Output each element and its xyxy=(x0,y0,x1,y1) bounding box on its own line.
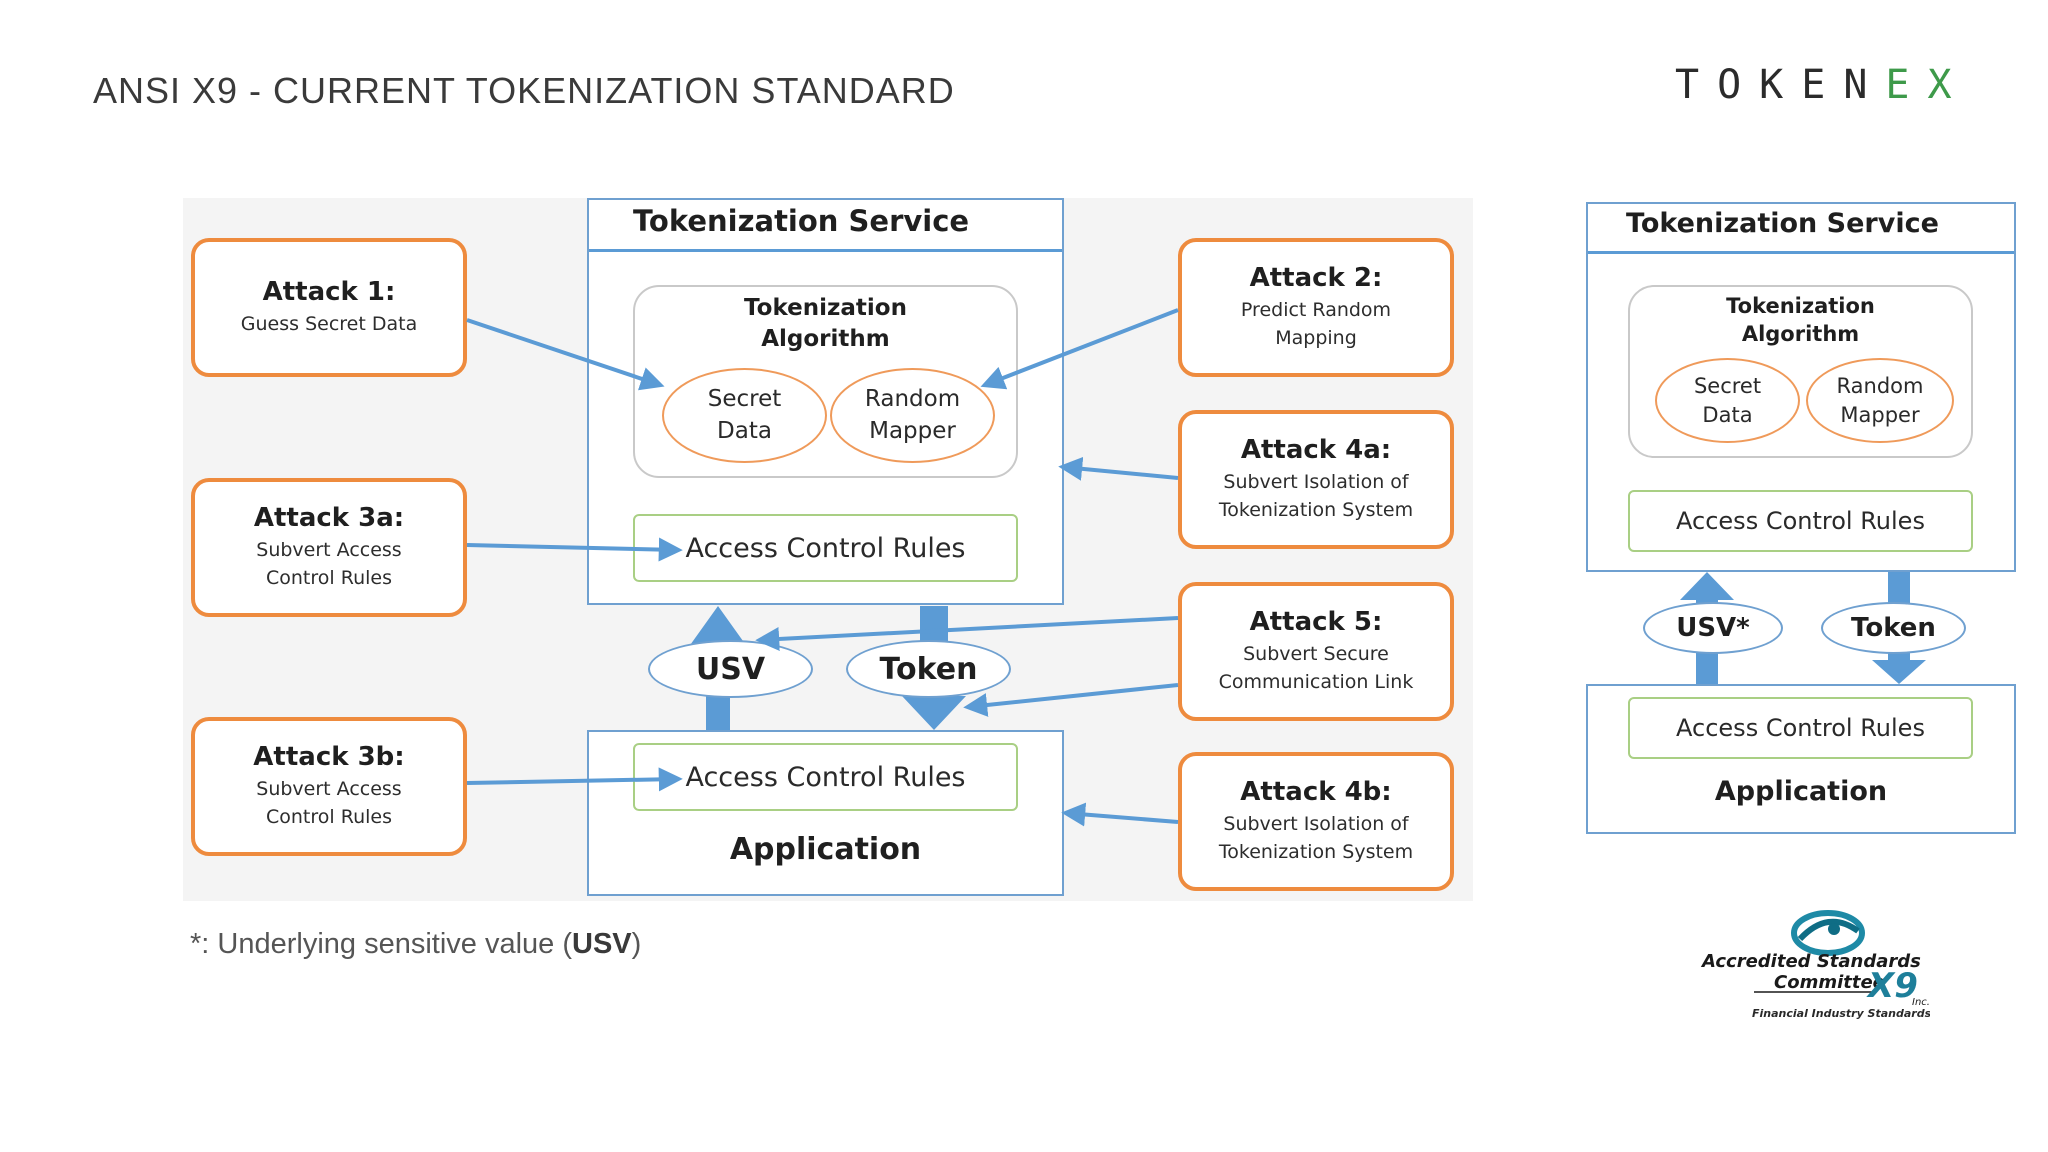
side-mapper-line1: Random xyxy=(1836,374,1924,399)
attack-5-arrow-usv xyxy=(755,616,1179,651)
attack-description: Guess Secret Data xyxy=(240,312,418,335)
footnote-term: USV xyxy=(572,928,632,960)
attack-description: Predict Random Mapping xyxy=(1240,298,1392,349)
main-service-access-control-rules: Access Control Rules xyxy=(633,514,1018,582)
logo-suffix: Inc. xyxy=(1912,997,1930,1008)
main-mapper-line2: Mapper xyxy=(869,417,956,444)
asc-x9-logo: Accredited Standards Committee X9 Inc. F… xyxy=(1700,910,1930,1020)
footnote-suffix: ) xyxy=(631,928,642,960)
main-application-label: Application xyxy=(729,832,922,867)
main-mapper-line1: Random xyxy=(864,386,961,413)
logo-line2: Committee xyxy=(1774,972,1885,993)
main-algorithm-label: Tokenization Algorithm xyxy=(633,293,1018,355)
logo-tagline: Financial Industry Standards xyxy=(1752,1007,1930,1020)
side-secret-line2: Data xyxy=(1702,402,1753,427)
attack-title: Attack 1: xyxy=(262,276,396,307)
main-secret-line2: Data xyxy=(717,417,772,444)
side-algorithm-line1: Tokenization xyxy=(1726,294,1875,318)
brand-accent: EX xyxy=(1885,62,1970,108)
side-mapper-line2: Mapper xyxy=(1840,402,1920,427)
side-algorithm-label: Tokenization Algorithm xyxy=(1628,292,1973,349)
attack-description: Subvert Access Control Rules xyxy=(256,538,402,589)
main-secret-line1: Secret xyxy=(707,386,782,413)
attack-title: Attack 3a: xyxy=(253,502,405,533)
attack-2-arrow xyxy=(980,308,1179,390)
side-secret-line1: Secret xyxy=(1693,374,1762,399)
side-app-access-control-rules: Access Control Rules xyxy=(1628,697,1973,759)
attack-4a-box: Attack 4a: Subvert Isolation of Tokeniza… xyxy=(1178,410,1454,549)
side-algorithm-line2: Algorithm xyxy=(1741,322,1860,347)
attack-1-box: Attack 1: Guess Secret Data xyxy=(191,238,467,377)
attack-2-box: Attack 2: Predict Random Mapping xyxy=(1178,238,1454,377)
main-algorithm-line1: Tokenization xyxy=(744,295,907,321)
attack-5-box: Attack 5: Subvert Secure Communication L… xyxy=(1178,582,1454,721)
logo-line1: Accredited Standards xyxy=(1700,951,1921,972)
logo-mark: X9 xyxy=(1866,966,1918,1006)
attack-title: Attack 5: xyxy=(1249,606,1383,637)
attack-3b-arrow xyxy=(466,767,683,792)
main-usv-oval: USV xyxy=(648,640,813,698)
attack-title: Attack 4b: xyxy=(1240,776,1392,807)
attack-title: Attack 3b: xyxy=(253,741,405,772)
side-token-oval: Token xyxy=(1821,602,1966,654)
side-service-title: Tokenization Service xyxy=(1588,202,2014,254)
attack-3b-box: Attack 3b: Subvert Access Control Rules xyxy=(191,717,467,856)
attack-4b-box: Attack 4b: Subvert Isolation of Tokeniza… xyxy=(1178,752,1454,891)
attack-description: Subvert Isolation of Tokenization System xyxy=(1218,812,1414,863)
side-service-access-control-rules: Access Control Rules xyxy=(1628,490,1973,552)
attack-4a-arrow xyxy=(1058,456,1179,481)
attack-title: Attack 4a: xyxy=(1240,434,1392,465)
attack-description: Subvert Isolation of Tokenization System xyxy=(1218,470,1414,521)
main-app-access-control-rules: Access Control Rules xyxy=(633,743,1018,811)
attack-description: Subvert Secure Communication Link xyxy=(1218,642,1414,693)
tokenex-logo: TOKENEX xyxy=(1675,62,1970,108)
footnote-prefix: *: Underlying sensitive value ( xyxy=(190,928,573,960)
brand-main: TOKEN xyxy=(1675,62,1886,108)
side-application-label: Application xyxy=(1714,776,1888,807)
attack-4b-arrow xyxy=(1061,802,1179,827)
attack-description: Subvert Access Control Rules xyxy=(256,777,402,828)
attack-1-arrow xyxy=(466,318,665,391)
main-algorithm-line2: Algorithm xyxy=(761,326,890,353)
main-service-title: Tokenization Service xyxy=(589,198,1062,252)
attack-title: Attack 2: xyxy=(1249,262,1383,293)
attack-3a-arrow xyxy=(466,537,683,562)
main-token-oval: Token xyxy=(846,640,1011,698)
usv-footnote: *: Underlying sensitive value (USV) xyxy=(190,928,641,961)
attack-3a-box: Attack 3a: Subvert Access Control Rules xyxy=(191,478,467,617)
side-usv-oval: USV* xyxy=(1643,602,1783,654)
attack-5-arrow-token xyxy=(963,683,1179,717)
page-title: ANSI X9 - CURRENT TOKENIZATION STANDARD xyxy=(93,70,955,111)
